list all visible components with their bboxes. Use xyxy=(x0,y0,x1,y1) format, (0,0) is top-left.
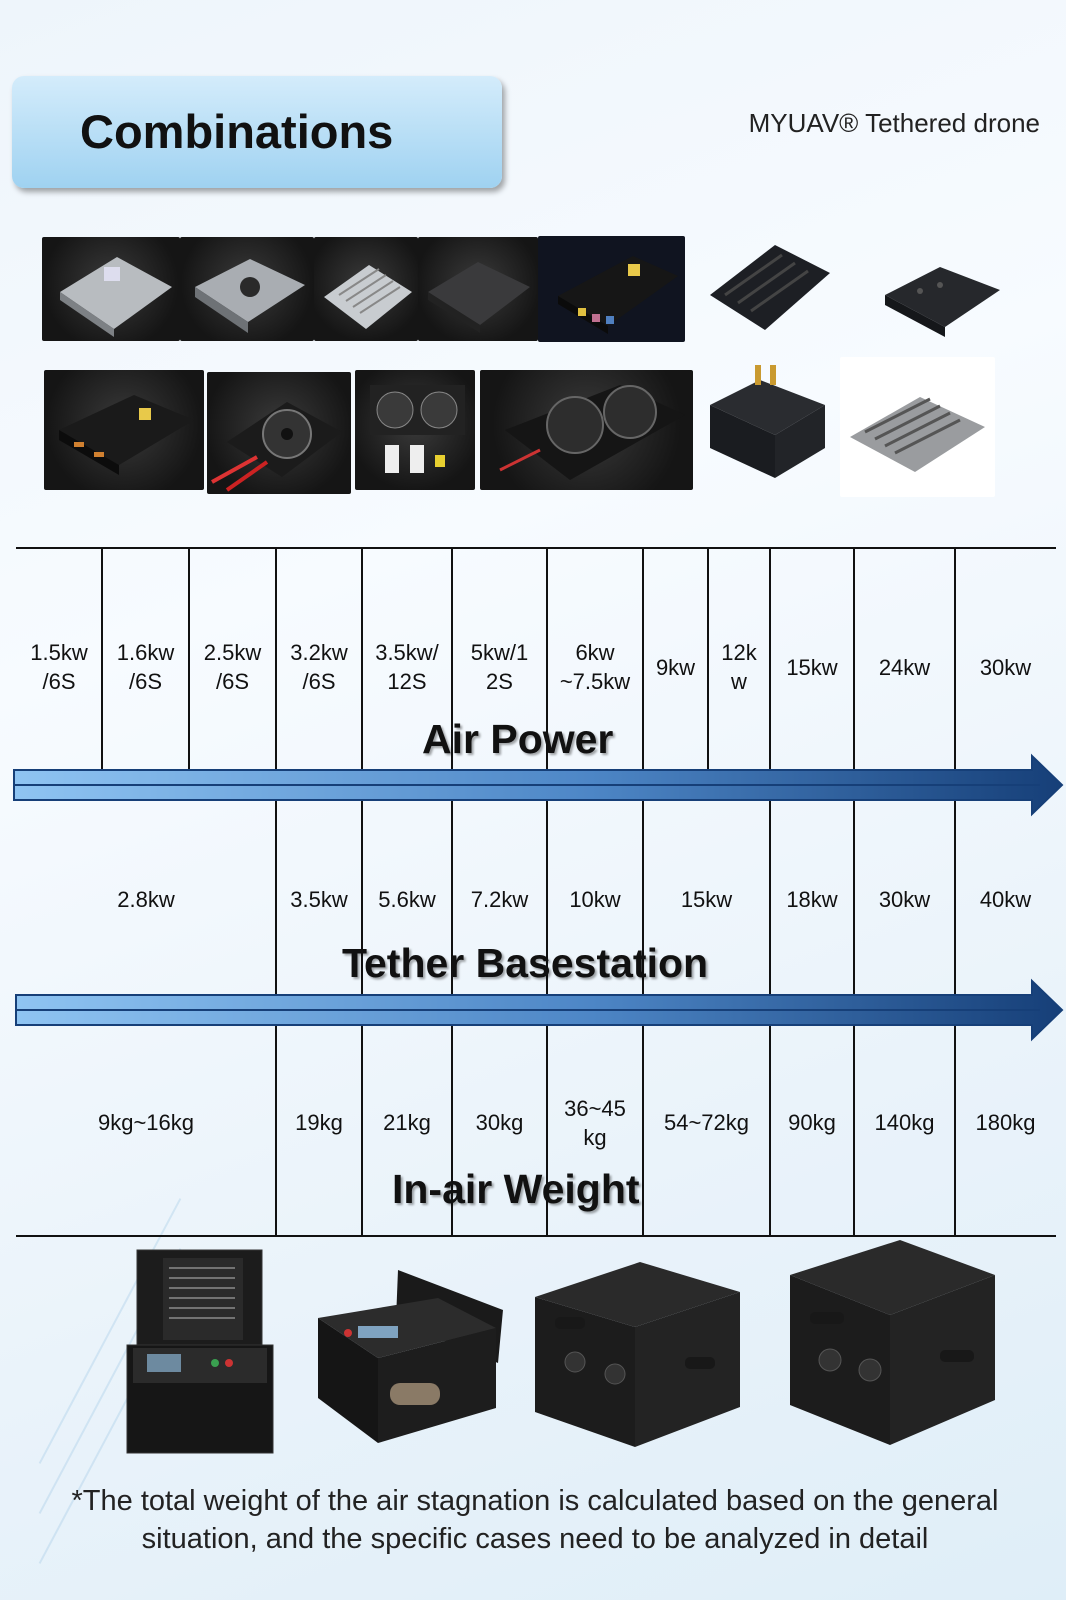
weight-cell: 9kg~16kg xyxy=(97,1110,195,1135)
product-photo-power-module-2 xyxy=(180,237,314,341)
product-photo-power-module-10 xyxy=(840,357,995,497)
tether-cell: 40kw xyxy=(979,887,1032,912)
brand-label: MYUAV® Tethered drone xyxy=(748,108,1040,138)
product-photo-power-module-5 xyxy=(538,236,685,342)
product-photo-power-module-9 xyxy=(700,360,835,485)
air-power-arrow xyxy=(13,753,1064,817)
weight-cell: 180kg xyxy=(975,1110,1036,1135)
tether-cell: 15kw xyxy=(680,887,733,912)
weight-cell: 140kg xyxy=(874,1110,935,1135)
title-banner: Combinations xyxy=(12,76,502,188)
product-photo-fan-module-1 xyxy=(207,372,351,494)
air-power-cell: 9kw xyxy=(655,655,696,680)
page-title: Combinations xyxy=(80,105,394,158)
product-photo-power-module-4 xyxy=(418,237,538,341)
product-photo-power-module-7 xyxy=(880,255,1005,345)
tether-cell: 5.6kw xyxy=(378,887,436,912)
air-power-cell: 15kw xyxy=(786,655,838,680)
product-photo-fan-module-3 xyxy=(480,370,693,490)
section-title-weight: In-air Weight xyxy=(392,1166,640,1212)
weight-cell: 90kg xyxy=(788,1110,836,1135)
product-photo-power-module-8 xyxy=(44,370,204,490)
air-power-cell: 3.2kw/6S xyxy=(290,640,348,694)
basestation-photo-2 xyxy=(318,1258,513,1448)
weight-cell: 19kg xyxy=(295,1110,343,1135)
product-photo-power-module-1 xyxy=(42,237,180,341)
air-power-cell: 1.6kw/6S xyxy=(116,640,175,694)
basestation-photo-1 xyxy=(125,1248,275,1458)
weight-cell: 21kg xyxy=(383,1110,431,1135)
section-title-air-power: Air Power xyxy=(422,716,614,762)
product-photo-power-module-3 xyxy=(314,237,418,341)
product-photo-fan-module-2 xyxy=(355,370,475,490)
basestation-photo-3 xyxy=(535,1262,745,1452)
air-power-cell: 30kw xyxy=(979,655,1032,680)
tether-cell: 30kw xyxy=(878,887,931,912)
air-power-cell: 24kw xyxy=(878,655,931,680)
tether-cell: 18kw xyxy=(786,887,838,912)
basestation-photo-4 xyxy=(790,1240,1000,1450)
tether-cell: 2.8kw xyxy=(117,887,175,912)
tether-arrow xyxy=(15,978,1064,1042)
tether-cell: 10kw xyxy=(569,887,621,912)
tether-cell: 7.2kw xyxy=(470,887,529,912)
air-power-cell: 1.5kw/6S xyxy=(30,640,88,694)
air-power-cell: 6kw~7.5kw xyxy=(559,640,631,694)
air-power-cell: 2.5kw/6S xyxy=(203,640,262,694)
section-title-tether: Tether Basestation xyxy=(342,940,709,986)
air-power-cell: 3.5kw/12S xyxy=(375,640,439,694)
tether-cell: 3.5kw xyxy=(290,887,348,912)
weight-cell: 54~72kg xyxy=(663,1110,750,1135)
footnote: *The total weight of the air stagnation … xyxy=(71,1485,999,1555)
product-photo-power-module-6 xyxy=(700,225,835,345)
weight-cell: 30kg xyxy=(475,1110,524,1135)
